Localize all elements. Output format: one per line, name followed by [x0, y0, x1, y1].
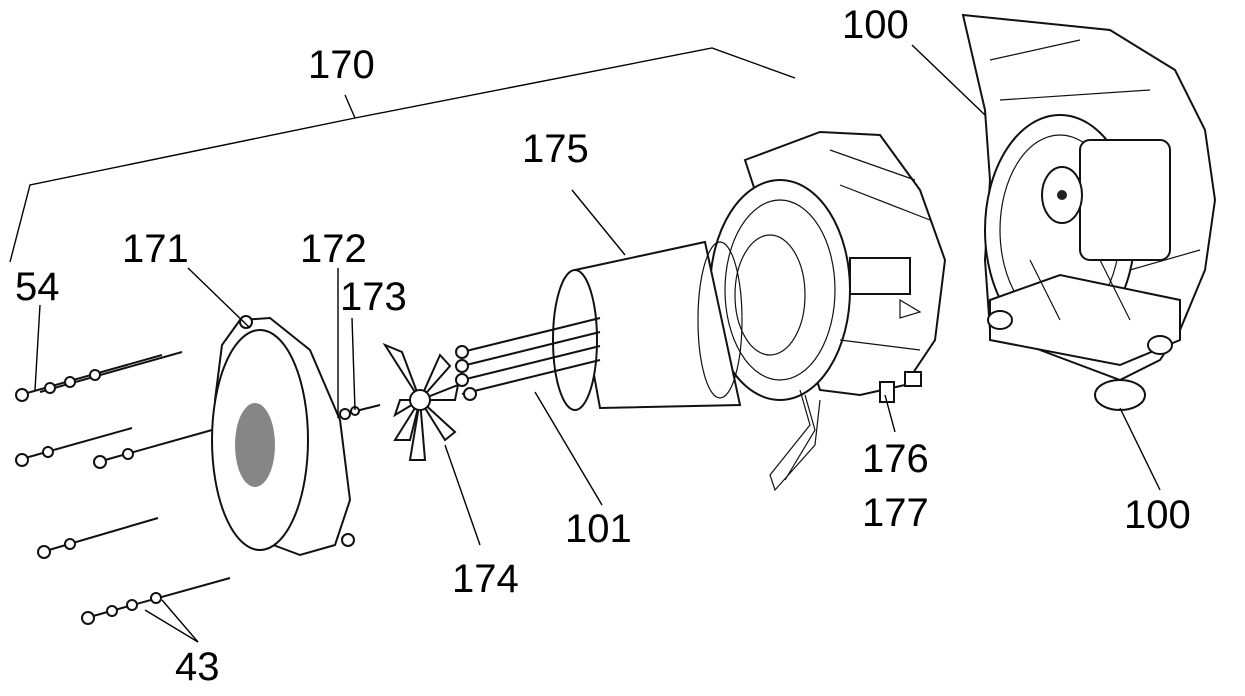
generator-housing: [709, 130, 947, 492]
label-43: 43: [175, 645, 220, 689]
bolts-54: [15, 351, 213, 559]
rotor-sleeve-175: [552, 240, 743, 411]
label-174: 174: [452, 557, 519, 601]
label-173: 173: [340, 275, 407, 319]
label-177: 177: [862, 491, 929, 535]
label-54: 54: [15, 265, 60, 309]
label-100-bottom: 100: [1124, 493, 1191, 537]
bolts-43: [81, 577, 231, 625]
engine-housing-100: [961, 13, 1217, 411]
reference-labels: 170 100 175 171 172 173 54 176 177 100 1…: [15, 3, 1191, 689]
bracket-170: [9, 47, 796, 263]
label-100-top: 100: [842, 3, 909, 47]
label-172: 172: [300, 227, 367, 271]
fan-cover-171: [211, 315, 355, 557]
label-176: 176: [862, 437, 929, 481]
through-bolts-101: [455, 317, 601, 401]
label-175: 175: [522, 127, 589, 171]
label-170: 170: [308, 43, 375, 87]
shaft-parts-172-173: [339, 404, 381, 420]
label-101: 101: [565, 507, 632, 551]
label-171: 171: [122, 227, 189, 271]
fan-174: [382, 342, 460, 461]
leader-lines: [34, 44, 1161, 643]
